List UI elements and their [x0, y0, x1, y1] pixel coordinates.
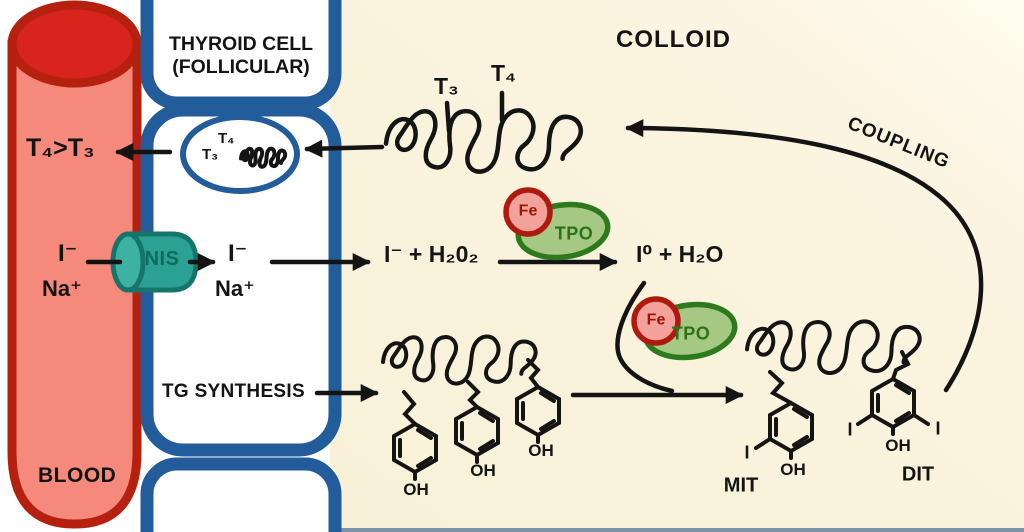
oh-label-1: OH — [403, 480, 429, 500]
oxidation-rhs-label: I⁰ + H₂O — [636, 241, 724, 267]
blood-sodium-label: Na⁺ — [42, 276, 82, 301]
fe-tpo-complex-1 — [503, 187, 611, 261]
iodine-label-dit-right: I — [935, 418, 941, 439]
vesicle-t3-label: T₃ — [202, 146, 219, 163]
dit-label: DIT — [901, 463, 935, 486]
colloid-region — [330, 0, 1024, 532]
oh-label-mit: OH — [780, 460, 806, 480]
secreted-hormones-label: T₄>T₃ — [26, 134, 95, 162]
iodine-label-dit-left: I — [847, 419, 853, 440]
tpo-label-1: TPO — [554, 223, 594, 244]
blood-iodide-label: I⁻ — [58, 240, 78, 267]
coupling-arrow — [625, 119, 984, 393]
thyroglobulin-mit-dit — [745, 319, 930, 460]
thyroid-cell-label: THYROID CELL (FOLLICULAR) — [169, 33, 313, 79]
tg-synthesis-label: TG SYNTHESIS — [162, 381, 305, 402]
colloid-label: COLLOID — [616, 26, 731, 53]
nis-label: NIS — [144, 248, 180, 270]
fe-label-2: Fe — [646, 311, 666, 329]
fe-tpo-complex-2 — [631, 296, 738, 361]
tg-t4-label: T₄ — [491, 60, 517, 86]
tpo-label-2: TPO — [671, 323, 711, 344]
oh-label-2: OH — [470, 461, 496, 481]
iodine-feed-curve — [615, 280, 675, 394]
oxidation-lhs-label: I⁻ + H₂0₂ — [384, 241, 479, 267]
figure-bottom-edge — [330, 528, 1024, 532]
thyroid-cell-label-line2: (FOLLICULAR) — [172, 56, 310, 78]
thyroglobulin-t3-t4 — [386, 90, 581, 172]
cell-sodium-label: Na⁺ — [215, 276, 255, 301]
oh-label-3: OH — [528, 441, 554, 461]
exocytosis-vesicle — [180, 114, 300, 194]
endocytosis-arrow — [304, 139, 385, 158]
tg-t3-label: T₃ — [434, 73, 459, 99]
thyroid-cell-label-line1: THYROID CELL — [168, 33, 314, 55]
iodine-label-mit: I — [744, 442, 750, 463]
blood-vessel — [7, 0, 142, 529]
vesicle-t4-label: T₄ — [218, 130, 235, 147]
reaction-arrows — [85, 90, 984, 481]
blood-label: BLOOD — [38, 464, 117, 487]
mit-label: MIT — [723, 474, 759, 497]
oh-label-dit: OH — [885, 436, 911, 456]
cell-iodide-label: I⁻ — [228, 240, 248, 267]
fe-label-1: Fe — [518, 202, 538, 220]
thyroglobulin-tyrosines — [381, 334, 561, 481]
